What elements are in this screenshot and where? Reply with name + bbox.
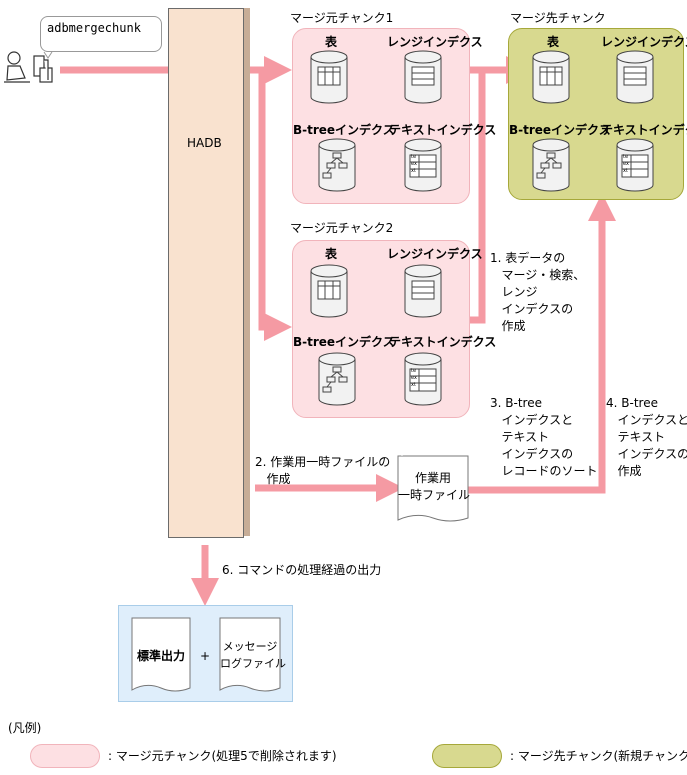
hadb-server: HADB — [168, 8, 244, 538]
step6-label: 6. コマンドの処理経過の出力 — [222, 563, 382, 577]
arrow-chunk2-to-dest — [470, 70, 486, 324]
dest-table-icon — [532, 50, 570, 104]
chunk1-table-label: 表 — [324, 35, 337, 49]
dest-title: マージ先チャンク — [510, 11, 606, 25]
user-icon — [4, 51, 53, 83]
chunk1-title: マージ元チャンク1 — [290, 11, 394, 25]
dest-text-icon — [616, 138, 654, 192]
legend-dest-swatch — [432, 744, 502, 768]
step3-label: 3. B-tree インデクスと テキスト インデクスの レコードのソート — [490, 396, 598, 478]
hadb-shadow-right — [244, 8, 250, 536]
dest-btree-icon — [532, 138, 570, 192]
chunk2-btree-icon — [318, 352, 356, 406]
command-callout: adbmergechunk — [40, 16, 162, 52]
dest-range-icon — [616, 50, 654, 104]
command-label: adbmergechunk — [47, 21, 141, 35]
legend-dest-label: : マージ先チャンク(新規チャンク) — [510, 749, 687, 763]
chunk1-range-label: レンジインデクス — [387, 35, 483, 49]
step4-label: 4. B-tree インデクスと テキスト インデクスの 作成 — [606, 396, 687, 478]
chunk2-btree-label: B-treeインデクス — [293, 335, 395, 349]
arrow-command-to-chunk2 — [258, 70, 292, 341]
chunk1-text-label: テキストインデクス — [389, 123, 497, 137]
chunk2-table-icon — [310, 264, 348, 318]
step1-label: 1. 表データの マージ・検索、 レンジ インデクスの 作成 — [490, 251, 586, 333]
dest-range-label: レンジインデクス — [601, 35, 687, 49]
chunk1-btree-icon — [318, 138, 356, 192]
dest-table-label: 表 — [546, 35, 559, 49]
arrow-tempfile-to-dest — [468, 193, 616, 494]
chunk2-range-icon — [404, 264, 442, 318]
stdout-label: 標準出力 — [136, 649, 185, 663]
chunk2-cylinders — [310, 264, 442, 406]
temp-file-label: 作業用 一時ファイル — [398, 471, 471, 502]
chunk1-text-icon — [404, 138, 442, 192]
chunk2-range-label: レンジインデクス — [387, 247, 483, 261]
chunk2-table-label: 表 — [324, 247, 337, 261]
chunk2-title: マージ元チャンク2 — [290, 221, 394, 235]
hadb-label: HADB — [187, 136, 222, 150]
step2-label: 2. 作業用一時ファイルの 作成 — [255, 455, 391, 486]
chunk1-cylinders — [310, 50, 442, 192]
chunk1-range-icon — [404, 50, 442, 104]
legend-source-swatch — [30, 744, 100, 768]
chunk2-text-icon — [404, 352, 442, 406]
legend-title: (凡例) — [8, 721, 42, 735]
plus-label: + — [200, 649, 211, 663]
chunk1-btree-label: B-treeインデクス — [293, 123, 395, 137]
dest-text-label: テキストインデクス — [601, 123, 687, 137]
legend-source-label: : マージ元チャンク(処理5で削除されます) — [108, 749, 337, 763]
chunk2-text-label: テキストインデクス — [389, 335, 497, 349]
chunk1-table-icon — [310, 50, 348, 104]
dest-btree-label: B-treeインデクス — [509, 123, 611, 137]
dest-cylinders — [532, 50, 654, 192]
msglog-label: メッセージ ログファイル — [220, 640, 286, 670]
